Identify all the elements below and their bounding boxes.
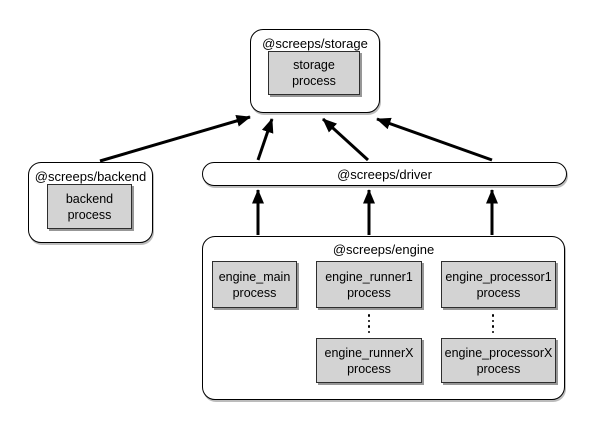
process-box-engine-runner1-label: engine_runner1 process [325,269,413,300]
node-backend-label: @screeps/backend [34,169,147,184]
arrow-backend-to-storage [99,115,251,163]
process-box-engine-runnerX-label: engine_runnerX process [324,345,414,376]
process-box-engine-processor1: engine_processor1 process [441,261,556,308]
process-box-backend-label: backend process [65,191,114,222]
arrow-driver-to-storage-right [376,117,493,162]
process-box-engine-main: engine_main process [212,261,297,308]
process-box-storage: storage process [268,51,360,95]
node-storage: @screeps/storage storage process [250,29,380,113]
arrow-driver-to-storage-middle [321,117,370,162]
process-box-engine-runner1: engine_runner1 process [316,261,422,308]
process-box-engine-main-label: engine_main process [218,269,291,300]
node-storage-label: @screeps/storage [262,36,368,51]
node-engine: @screeps/engine engine_main process engi… [202,236,565,400]
process-box-backend: backend process [47,184,132,229]
node-driver-label: @screeps/driver [337,166,432,182]
process-box-storage-label: storage process [292,58,336,88]
vertical-ellipsis-runner [367,314,371,334]
process-box-engine-runnerX: engine_runnerX process [316,338,422,383]
node-driver: @screeps/driver [202,162,567,186]
vertical-ellipsis-processor [491,314,495,334]
node-backend: @screeps/backend backend process [28,162,153,243]
process-box-engine-processor1-label: engine_processor1 process [445,269,552,300]
process-box-engine-processorX-label: engine_processorX process [444,345,553,376]
node-engine-label: @screeps/engine [332,242,435,257]
arrow-driver-to-storage-left [256,118,274,161]
process-box-engine-processorX: engine_processorX process [441,338,556,383]
